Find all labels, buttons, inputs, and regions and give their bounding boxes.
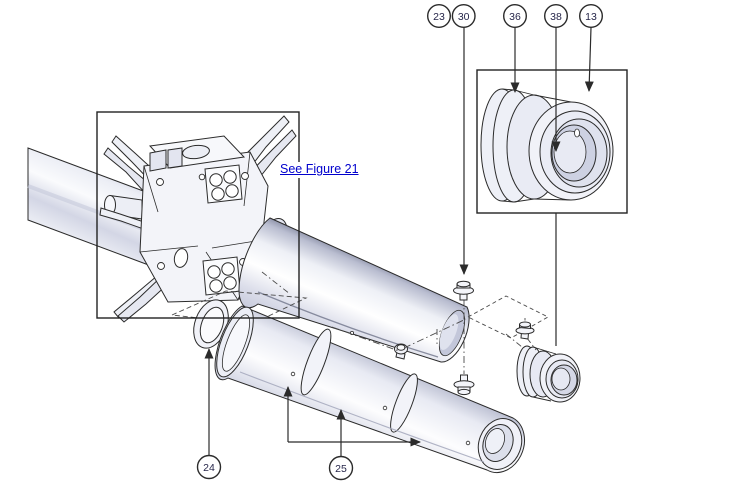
see-figure-link[interactable]: See Figure 21 [276, 162, 363, 178]
guard-bolt [394, 343, 408, 360]
balloon-23: 23 [427, 3, 452, 29]
bolt-2 [515, 321, 535, 340]
bearing-detail-box [476, 69, 628, 214]
svg-text:13: 13 [585, 11, 597, 23]
bearing-small [516, 345, 581, 403]
top-plate-hole [182, 144, 210, 160]
balloon-13: 13 [579, 3, 604, 29]
svg-text:24: 24 [203, 462, 215, 474]
tube-band-1 [300, 328, 332, 396]
balloon-24: 24 [196, 454, 222, 480]
leader-13 [584, 27, 594, 92]
bearing-grease-hole [574, 128, 580, 138]
tube-band-2 [390, 373, 418, 433]
balloon-38: 38 [544, 3, 569, 29]
bolt-cluster-upper [209, 170, 239, 201]
hub-detail-box [96, 111, 300, 319]
inner-tube-body [214, 305, 525, 473]
bolt-cluster-lower [207, 262, 237, 293]
balloons: 23 30 36 38 13 24 [196, 3, 604, 481]
svg-text:36: 36 [509, 11, 521, 23]
hub-oval-hole [173, 248, 189, 268]
centerlines [331, 295, 549, 374]
svg-text:38: 38 [550, 11, 562, 23]
svg-text:23: 23 [433, 11, 445, 23]
svg-text:25: 25 [335, 463, 347, 475]
leader-lines [204, 27, 594, 457]
bolt-1 [453, 280, 474, 301]
balloon-25: 25 [328, 455, 354, 481]
tube-holes [290, 371, 471, 446]
guard-body [238, 217, 470, 363]
balloon-36: 36 [503, 3, 528, 29]
svg-text:30: 30 [458, 11, 470, 23]
bearing-detail [480, 88, 614, 203]
bolt-3 [453, 374, 475, 396]
balloon-30: 30 [451, 3, 476, 29]
guard-tube [238, 217, 470, 363]
inner-tube [193, 299, 525, 473]
